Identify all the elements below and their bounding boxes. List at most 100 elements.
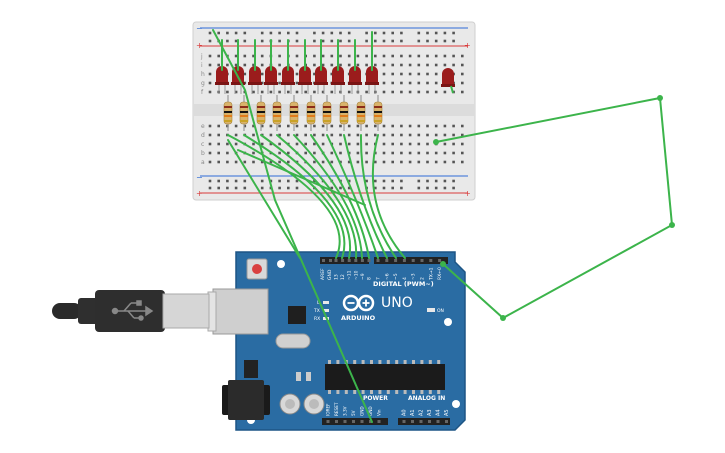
breadboard-hole[interactable] <box>382 186 386 190</box>
breadboard-hole[interactable] <box>278 39 281 43</box>
breadboard-hole[interactable] <box>417 63 421 67</box>
breadboard-hole[interactable] <box>226 142 229 146</box>
breadboard-hole[interactable] <box>426 90 429 94</box>
breadboard-hole[interactable] <box>234 90 238 94</box>
breadboard-hole[interactable] <box>426 151 429 155</box>
breadboard-hole[interactable] <box>260 31 264 35</box>
breadboard-hole[interactable] <box>234 160 238 164</box>
power-pin[interactable] <box>369 420 372 423</box>
breadboard-hole[interactable] <box>295 90 299 94</box>
breadboard-hole[interactable] <box>391 179 394 183</box>
breadboard-hole[interactable] <box>382 151 386 155</box>
breadboard-hole[interactable] <box>347 124 351 128</box>
breadboard-hole[interactable] <box>365 142 368 146</box>
breadboard-hole[interactable] <box>278 186 281 190</box>
breadboard-hole[interactable] <box>339 142 342 146</box>
breadboard-hole[interactable] <box>391 63 394 67</box>
breadboard-hole[interactable] <box>217 160 220 164</box>
breadboard-hole[interactable] <box>452 31 455 35</box>
breadboard-hole[interactable] <box>339 31 342 35</box>
breadboard-hole[interactable] <box>434 63 438 67</box>
breadboard-hole[interactable] <box>208 179 212 183</box>
wire-endpoint[interactable] <box>433 139 439 145</box>
breadboard-hole[interactable] <box>208 63 212 67</box>
breadboard-hole[interactable] <box>391 81 394 85</box>
breadboard-hole[interactable] <box>260 142 264 146</box>
analog-pin[interactable] <box>428 420 431 423</box>
resistor[interactable] <box>256 95 266 131</box>
breadboard-hole[interactable] <box>434 179 438 183</box>
breadboard-hole[interactable] <box>313 72 316 76</box>
breadboard-hole[interactable] <box>461 90 464 94</box>
breadboard-hole[interactable] <box>400 90 403 94</box>
breadboard-hole[interactable] <box>321 124 325 128</box>
signal-wire[interactable] <box>243 134 346 259</box>
breadboard-hole[interactable] <box>347 142 351 146</box>
breadboard-hole[interactable] <box>226 63 229 67</box>
digital-pin[interactable] <box>394 259 398 262</box>
breadboard-hole[interactable] <box>434 160 438 164</box>
resistor[interactable] <box>322 95 332 131</box>
breadboard-hole[interactable] <box>287 179 290 183</box>
breadboard-hole[interactable] <box>252 54 255 58</box>
breadboard-hole[interactable] <box>313 39 316 43</box>
breadboard-hole[interactable] <box>408 90 412 94</box>
breadboard-hole[interactable] <box>252 160 255 164</box>
breadboard-hole[interactable] <box>330 31 334 35</box>
breadboard-hole[interactable] <box>452 39 455 43</box>
breadboard-hole[interactable] <box>356 54 360 58</box>
resistor-group[interactable] <box>223 95 383 131</box>
signal-wire[interactable] <box>310 134 370 259</box>
breadboard-hole[interactable] <box>356 124 360 128</box>
breadboard-hole[interactable] <box>260 81 264 85</box>
breadboard-hole[interactable] <box>278 90 281 94</box>
breadboard-hole[interactable] <box>434 72 438 76</box>
breadboard-hole[interactable] <box>243 31 247 35</box>
breadboard-hole[interactable] <box>400 124 403 128</box>
breadboard-hole[interactable] <box>330 124 334 128</box>
breadboard-hole[interactable] <box>461 81 464 85</box>
power-pin[interactable] <box>335 420 338 423</box>
breadboard[interactable]: − + − + + + j i h g f e d c b a <box>192 21 476 201</box>
breadboard-hole[interactable] <box>243 179 247 183</box>
wire-endpoint[interactable] <box>440 261 446 267</box>
breadboard-hole[interactable] <box>234 31 238 35</box>
breadboard-hole[interactable] <box>260 186 264 190</box>
breadboard-hole[interactable] <box>452 151 455 155</box>
breadboard-hole[interactable] <box>260 39 264 43</box>
breadboard-hole[interactable] <box>208 39 212 43</box>
breadboard-hole[interactable] <box>252 133 255 137</box>
breadboard-hole[interactable] <box>382 90 386 94</box>
power-pin[interactable] <box>343 420 347 423</box>
breadboard-hole[interactable] <box>365 124 368 128</box>
breadboard-hole[interactable] <box>356 160 360 164</box>
breadboard-hole[interactable] <box>217 151 220 155</box>
signal-wire[interactable] <box>227 134 341 259</box>
breadboard-hole[interactable] <box>461 63 464 67</box>
breadboard-hole[interactable] <box>400 81 403 85</box>
digital-pin[interactable] <box>438 259 442 262</box>
breadboard-hole[interactable] <box>278 142 281 146</box>
breadboard-hole[interactable] <box>434 81 438 85</box>
breadboard-hole[interactable] <box>208 142 212 146</box>
breadboard-hole[interactable] <box>269 124 273 128</box>
breadboard-hole[interactable] <box>313 151 316 155</box>
breadboard-hole[interactable] <box>417 124 421 128</box>
breadboard-hole[interactable] <box>400 31 403 35</box>
breadboard-hole[interactable] <box>356 133 360 137</box>
breadboard-hole[interactable] <box>347 133 351 137</box>
breadboard-hole[interactable] <box>461 72 464 76</box>
breadboard-hole[interactable] <box>426 54 429 58</box>
breadboard-hole[interactable] <box>330 160 334 164</box>
signal-wire[interactable] <box>293 134 363 259</box>
signal-wire[interactable] <box>276 134 358 259</box>
breadboard-hole[interactable] <box>347 160 351 164</box>
breadboard-hole[interactable] <box>217 133 220 137</box>
breadboard-hole[interactable] <box>417 81 421 85</box>
breadboard-hole[interactable] <box>356 142 360 146</box>
breadboard-hole[interactable] <box>347 31 351 35</box>
breadboard-hole[interactable] <box>243 186 247 190</box>
breadboard-hole[interactable] <box>269 179 273 183</box>
breadboard-hole[interactable] <box>269 90 273 94</box>
breadboard-hole[interactable] <box>461 54 464 58</box>
